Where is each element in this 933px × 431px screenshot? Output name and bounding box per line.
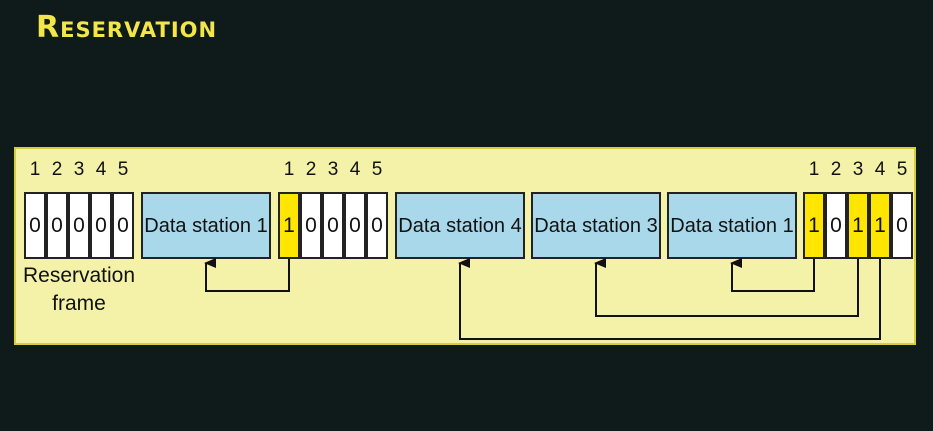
slot-number: 4 [95,159,107,180]
arrow-connectors [204,258,881,340]
slot-number: 3 [852,159,864,180]
frame3-slot-4: 1 [869,192,891,259]
slot-number: 2 [51,159,63,180]
page-title: Reservation [36,10,218,45]
slot-number: 5 [371,159,383,180]
slot-number: 1 [283,159,295,180]
slot-number: 1 [29,159,41,180]
reservation-frame-caption: Reservation frame [22,264,136,315]
slot-number: 3 [73,159,85,180]
frame3-slot-3: 1 [847,192,869,259]
frame3-slot-2: 0 [825,192,847,259]
slot-number: 2 [305,159,317,180]
data-station-4: Data station 4 [395,192,525,259]
frame1-slot-5: 0 [112,192,134,259]
frame2-slot-5: 0 [366,192,388,259]
arrow-slot1-to-station1-second [730,258,815,292]
frame3-slot-1: 1 [803,192,825,259]
slot-number: 2 [830,159,842,180]
frame1-slot-2: 0 [46,192,68,259]
arrow-slot3-to-station3 [594,258,859,317]
arrow-slot4-to-station4 [458,258,881,340]
reservation-diagram: 1 2 3 4 5 0 0 0 0 0 Reservation frame Da… [14,147,916,345]
frame1-slot-4: 0 [90,192,112,259]
data-station-1: Data station 1 [141,192,271,259]
frame2-slot-4: 0 [344,192,366,259]
slot-number: 1 [808,159,820,180]
frame2-slot-1: 1 [278,192,300,259]
data-station-1-second: Data station 1 [667,192,797,259]
frame2-slot-2: 0 [300,192,322,259]
frame1-slot-1: 0 [24,192,46,259]
slot-number: 4 [874,159,886,180]
slot-number: 5 [896,159,908,180]
arrow-slot1-to-station1 [204,258,290,292]
frame1-slot-3: 0 [68,192,90,259]
slot-number: 3 [327,159,339,180]
frame2-slot-3: 0 [322,192,344,259]
data-station-3: Data station 3 [531,192,661,259]
slot-number: 5 [117,159,129,180]
frame3-slot-5: 0 [891,192,913,259]
slot-number: 4 [349,159,361,180]
